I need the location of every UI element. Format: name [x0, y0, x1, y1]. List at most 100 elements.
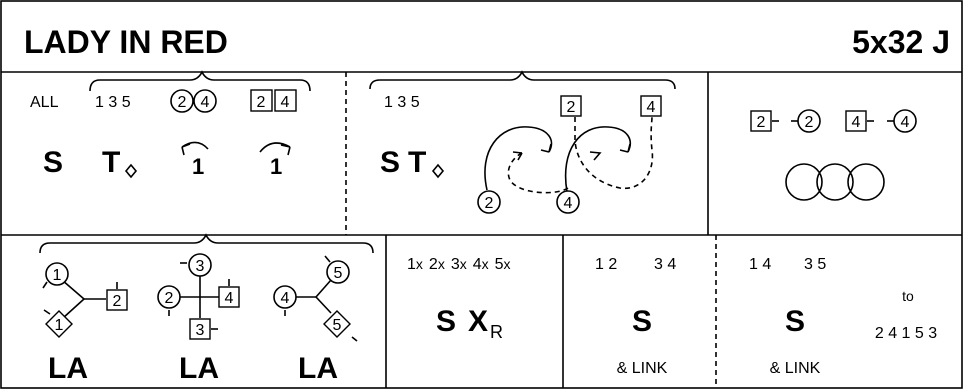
circle-4-label-bar2: 4 — [564, 195, 573, 212]
step-s-bar6: S — [632, 305, 652, 338]
step-s-bar2: S — [380, 146, 400, 179]
step-x-subscript: R — [490, 322, 503, 342]
bracket-bar4 — [39, 233, 374, 254]
diamond-5-label: 5 — [333, 317, 342, 334]
square-2-label-bar3: 2 — [757, 114, 766, 131]
who-135-bar2: 1 3 5 — [384, 94, 420, 111]
facing-tick — [42, 281, 48, 289]
square-4-icon — [274, 89, 297, 112]
diamond-icon-bar2 — [431, 163, 445, 179]
arm-line — [62, 298, 85, 319]
final-order: 2 4 1 5 3 — [875, 325, 937, 342]
square-3-icon-fig2 — [189, 318, 211, 340]
facing-tick — [324, 255, 331, 263]
circle-4-label: 4 — [201, 94, 210, 111]
bracket-bar1 — [89, 70, 311, 92]
circle-3-label: 3 — [196, 258, 205, 275]
arm-line — [315, 296, 332, 314]
turn-clockwise-icon — [259, 142, 291, 153]
circle-2-icon-bar3 — [797, 109, 821, 133]
who-all: ALL — [30, 94, 59, 111]
diamond-icon — [124, 163, 138, 179]
dance-title: LADY IN RED — [24, 24, 228, 60]
set-circle-icon — [785, 163, 823, 201]
link-note-bar6: & LINK — [617, 360, 668, 377]
arrowhead-man-2 — [540, 143, 552, 153]
facing-tick — [351, 336, 358, 342]
square-2-label: 2 — [257, 94, 266, 111]
who-34: 3 4 — [654, 256, 676, 273]
circle-2-label-fig2: 2 — [165, 290, 174, 307]
circle-2-icon-bar2 — [477, 190, 501, 214]
step-s: S — [43, 146, 63, 179]
arm-line — [315, 279, 332, 298]
square-2-icon-bar3 — [750, 110, 772, 132]
circle-1-label: 1 — [53, 267, 62, 284]
bracket-bar2 — [369, 70, 676, 90]
path-lady-2 — [574, 116, 654, 190]
square-2-icon-bar2 — [560, 95, 582, 117]
circle-2-icon-fig2 — [157, 285, 181, 309]
square-4-label: 4 — [281, 94, 290, 111]
square-4-label-bar2: 4 — [647, 99, 656, 116]
circle-2-icon — [170, 89, 194, 113]
square-3-label-fig2: 3 — [196, 322, 205, 339]
to-label: to — [902, 288, 914, 304]
who-14: 1 4 — [749, 256, 771, 273]
turn-anticlockwise-arrowhead — [181, 143, 191, 156]
path-man-4 — [564, 126, 632, 193]
arrowhead-lady-2 — [589, 151, 602, 161]
who-12: 1 2 — [595, 256, 617, 273]
step-t: T — [102, 146, 120, 179]
square-2-label-fig1: 2 — [113, 293, 122, 310]
step-la-1: LA — [48, 352, 88, 385]
circle-1-icon — [45, 262, 69, 286]
circle-4-icon — [193, 89, 217, 113]
step-x-bar5: X — [468, 305, 488, 338]
set-circle-icon — [847, 163, 885, 201]
arm-line — [61, 279, 85, 300]
circle-2-label: 2 — [178, 94, 187, 111]
diamond-1-label: 1 — [55, 317, 64, 334]
circle-4-label-fig3: 4 — [281, 290, 290, 307]
circle-3-icon — [188, 253, 212, 277]
circle-4-icon-fig3 — [273, 285, 297, 309]
square-4-icon-bar2 — [640, 95, 662, 117]
step-la-3: LA — [298, 352, 338, 385]
diamond-1-icon — [45, 310, 73, 338]
square-4-label-bar3: 4 — [852, 114, 861, 131]
step-s-bar7: S — [785, 305, 805, 338]
square-4-icon-fig2 — [218, 286, 240, 308]
square-2-label-bar2: 2 — [567, 99, 576, 116]
path-man-2 — [484, 126, 553, 191]
diamond-5-icon — [323, 310, 351, 338]
who-135: 1 3 5 — [95, 94, 131, 111]
turn-clockwise-count: 1 — [270, 154, 282, 179]
link-note-bar7: & LINK — [770, 360, 821, 377]
turn-clockwise-arrowhead — [280, 144, 291, 156]
dance-format: 5x32 J — [852, 24, 950, 60]
square-4-icon-bar3 — [845, 110, 867, 132]
circle-2-label-bar2: 2 — [485, 195, 494, 212]
arrowhead-man-4 — [619, 143, 631, 153]
circle-5-icon — [326, 260, 350, 284]
circle-4-icon-bar3 — [893, 109, 917, 133]
turn-anticlockwise-count: 1 — [192, 154, 204, 179]
set-circle-icon — [816, 163, 854, 201]
step-t-bar2: T — [408, 146, 426, 179]
facing-tick — [43, 309, 51, 315]
circle-2-label-bar3: 2 — [805, 114, 814, 131]
circle-4-label-bar3: 4 — [901, 114, 910, 131]
arrowhead-lady-4 — [512, 151, 523, 161]
square-2-icon — [250, 89, 273, 112]
circle-4-icon-bar2 — [556, 190, 580, 214]
step-s-bar5: S — [436, 305, 456, 338]
who-35: 3 5 — [804, 256, 826, 273]
path-lady-4 — [507, 152, 569, 194]
square-2-icon-fig1 — [106, 289, 128, 311]
square-4-label-fig2: 4 — [225, 290, 234, 307]
